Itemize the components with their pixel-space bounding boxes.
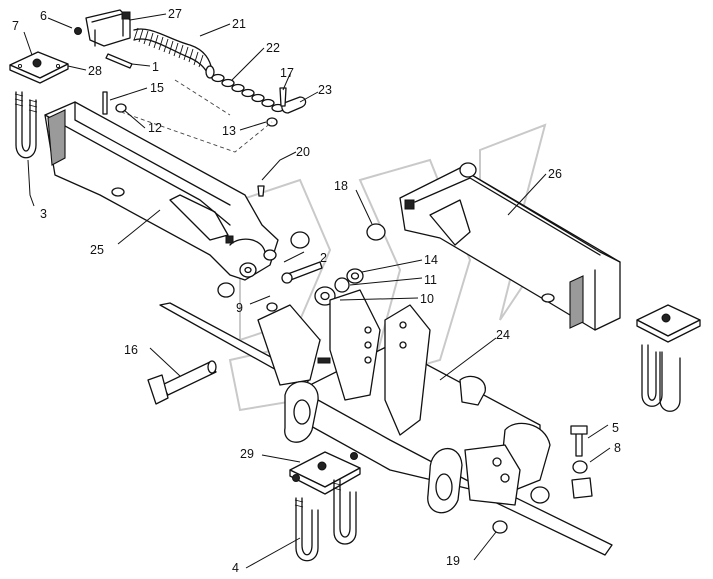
callout-23: 23 (318, 83, 332, 97)
bolt-part-5 (570, 425, 588, 457)
callout-28: 28 (88, 64, 102, 78)
callout-19: 19 (446, 554, 460, 568)
callout-22: 22 (266, 41, 280, 55)
bushing-part-18 (366, 223, 386, 241)
right-arm-part (399, 162, 621, 331)
callout-3: 3 (40, 207, 47, 221)
long-pin-part (147, 360, 217, 405)
callout-2: 2 (320, 251, 327, 265)
left-arm-part (44, 101, 279, 281)
callout-10: 10 (420, 292, 434, 306)
pin-part-15 (102, 91, 108, 115)
washer-part-9 (217, 282, 235, 298)
callout-15: 15 (150, 81, 164, 95)
alignment-line (174, 79, 231, 116)
callout-12: 12 (148, 121, 162, 135)
callout-9: 9 (236, 301, 243, 315)
callout-6: 6 (40, 9, 47, 23)
nut-part-6 (74, 27, 82, 35)
callout-1: 1 (152, 60, 159, 74)
callout-14: 14 (424, 253, 438, 267)
clamp-plate-part (9, 51, 69, 84)
nut-part-8 (572, 460, 588, 474)
nut-part-19 (492, 520, 508, 534)
callout-24: 24 (496, 328, 510, 342)
main-frame-part (257, 289, 551, 514)
callout-labels: 1 2 3 4 5 6 7 8 9 10 11 12 13 14 15 16 1… (12, 7, 621, 575)
callout-4: 4 (232, 561, 239, 575)
clamp-plate-part (636, 304, 701, 412)
bolt-part-2 (281, 261, 323, 284)
callout-17: 17 (280, 66, 294, 80)
callout-21: 21 (232, 17, 246, 31)
callout-20: 20 (296, 145, 310, 159)
callout-5: 5 (612, 421, 619, 435)
bushing-part (290, 231, 310, 249)
bushing-part (571, 477, 593, 499)
nut-part (266, 302, 278, 312)
callout-29: 29 (240, 447, 254, 461)
u-bolt-part-4 (294, 479, 357, 562)
pin-part-1 (105, 53, 133, 69)
callout-26: 26 (548, 167, 562, 181)
bracket-part (85, 9, 131, 47)
callout-16: 16 (124, 343, 138, 357)
chain-part (211, 73, 285, 113)
bolt-part-17 (279, 87, 287, 107)
washer-part-11 (334, 277, 350, 293)
shackle-part (281, 96, 307, 114)
callout-8: 8 (614, 441, 621, 455)
callout-27: 27 (168, 7, 182, 21)
callout-18: 18 (334, 179, 348, 193)
clamp-plate-part-29 (289, 451, 361, 495)
spring-part (133, 27, 215, 79)
alignment-line (120, 111, 273, 153)
callout-7: 7 (12, 19, 19, 33)
u-bolt-part-3 (14, 91, 38, 159)
callout-25: 25 (90, 243, 104, 257)
leader-lines (23, 13, 611, 569)
grease-nipple-part (257, 185, 265, 197)
callout-11: 11 (424, 273, 437, 287)
callout-13: 13 (222, 124, 236, 138)
